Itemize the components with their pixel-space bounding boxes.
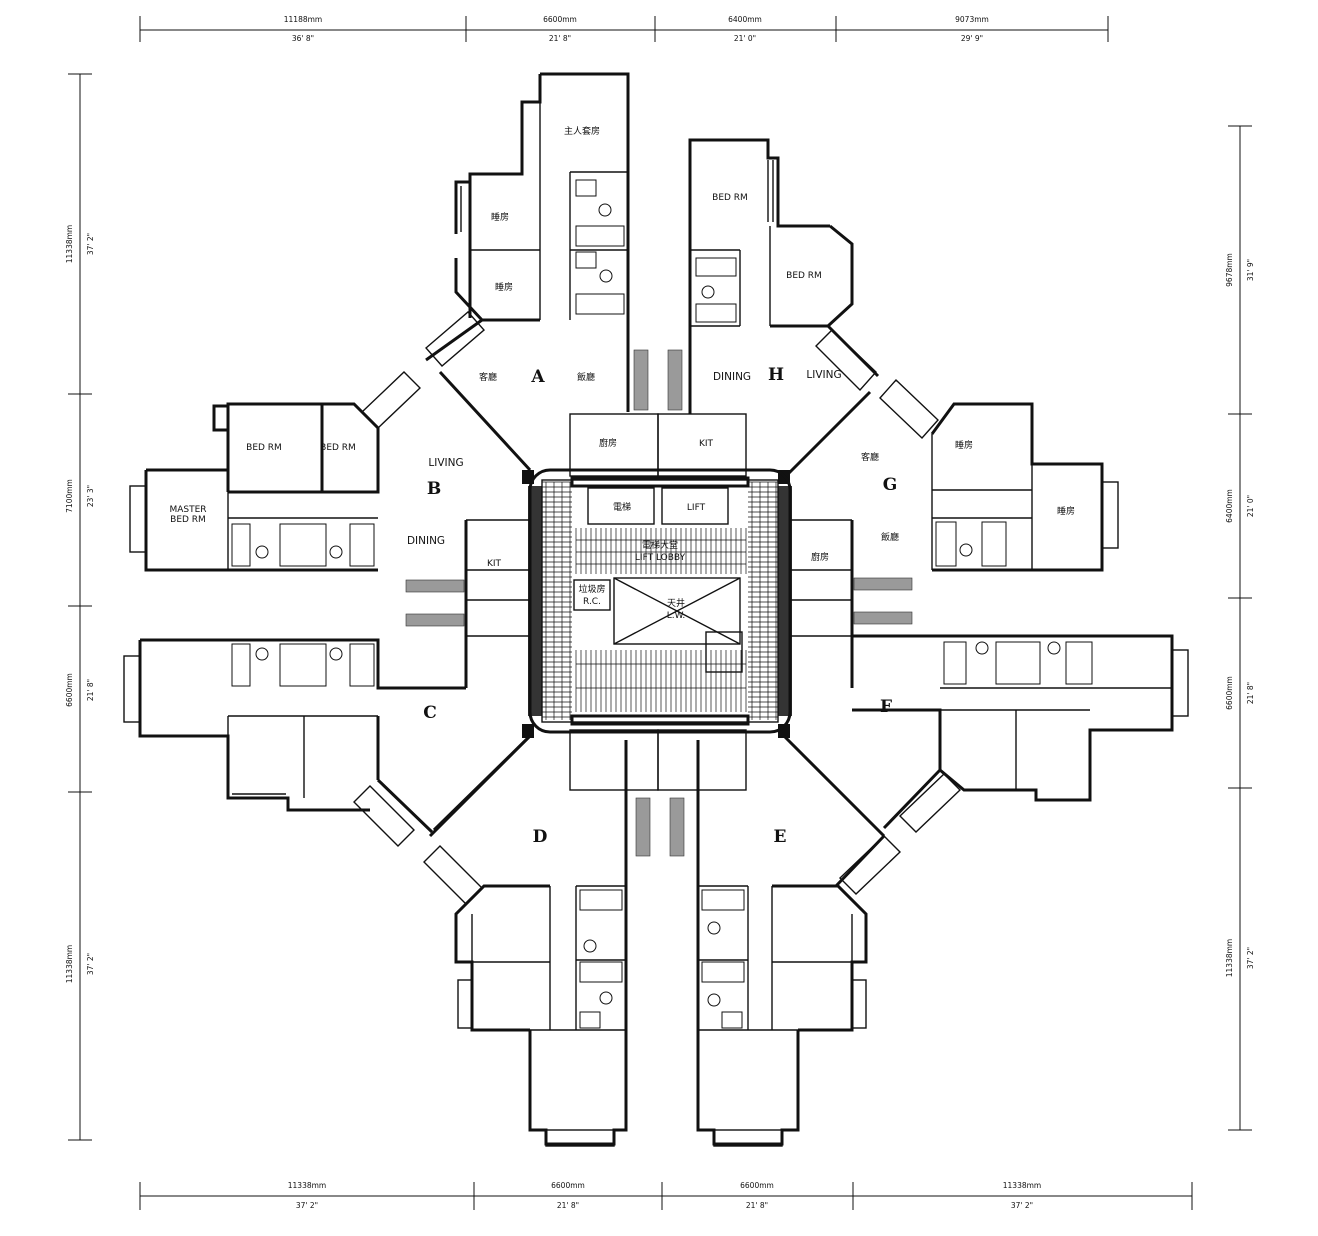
duct-bottom-right [669,797,685,857]
dim-right-3-mm: 6600mm [1225,676,1234,710]
label-h-living: LIVING [806,369,841,381]
core-hatching [542,481,778,720]
dim-bottom-3-mm: 6600mm [740,1181,774,1190]
label-core-lift1: 電梯 [613,501,631,513]
dim-right-1-ft: 31' 9" [1246,259,1255,281]
label-a-kit: 廚房 [599,437,617,449]
dim-left-2-mm: 7100mm [65,479,74,513]
dim-left-1-mm: 11338mm [65,225,74,263]
dim-top-4-mm: 9073mm [955,15,989,24]
label-b-living: LIVING [428,457,463,469]
unit-c-walls [123,638,532,838]
label-a-master: 主人套房 [564,125,600,137]
duct-left-bottom [405,613,465,627]
unit-h-walls [657,138,880,484]
label-g-bed1: 睡房 [955,439,973,451]
label-b-bed1: BED RM [246,443,282,453]
dim-top-2-mm: 6600mm [543,15,577,24]
unit-h-letter: H [768,365,784,385]
unit-e-letter: E [774,827,787,847]
duct-top-left [633,349,649,411]
label-b-bed2: BED RM [320,443,356,453]
dim-right-4-mm: 11338mm [1225,939,1234,977]
duct-left-top [405,579,465,593]
dim-bottom-4-ft: 37' 2" [1011,1201,1033,1210]
unit-a-walls [425,72,659,484]
label-b-master-2: BED RM [170,515,206,525]
label-b-master-1: MASTER [169,505,206,515]
dim-left-3-ft: 21' 8" [86,679,95,701]
dimension-left: 11338mm 37' 2" 7100mm 23' 3" 6600mm 21' … [65,73,95,1141]
unit-f-walls [850,634,1189,830]
dim-left-3-mm: 6600mm [65,673,74,707]
dim-right-2-mm: 6400mm [1225,489,1234,523]
dimension-top: 11188mm 36' 8" 6600mm 21' 8" 6400mm 21' … [139,15,1109,43]
dimension-bottom: 11338mm 37' 2" 6600mm 21' 8" 6600mm 21' … [139,1181,1193,1210]
duct-right-top [853,577,913,591]
unit-de-diagonals [432,734,962,895]
unit-b-walls [129,402,530,688]
dim-right-2-ft: 21' 0" [1246,495,1255,517]
dim-bottom-1-mm: 11338mm [288,1181,326,1190]
dim-top-2-ft: 21' 8" [549,34,571,43]
label-h-dining: DINING [713,371,751,383]
dim-top-1-ft: 36' 8" [292,34,314,43]
dim-left-1-ft: 37' 2" [86,233,95,255]
room-labels: 主人套房 睡房 睡房 客廳 飯廳 廚房 A BED RM BED RM DINI… [169,125,1075,847]
dim-right-3-ft: 21' 8" [1246,682,1255,704]
dim-left-4-mm: 11338mm [65,945,74,983]
unit-g-letter: G [883,475,898,495]
label-g-dining: 飯廳 [881,531,899,543]
label-h-kit: KIT [699,439,714,449]
label-b-dining: DINING [407,535,445,547]
unit-a-bay [360,311,485,429]
dim-top-4-ft: 29' 9" [961,34,983,43]
unit-b-letter: B [427,479,441,499]
central-core [528,468,792,734]
dim-top-3-ft: 21' 0" [734,34,756,43]
duct-top-right [667,349,683,411]
unit-e-walls [657,724,868,1147]
dim-bottom-2-ft: 21' 8" [557,1201,579,1210]
unit-d-walls [454,724,659,1147]
label-core-void2: L.W. [667,611,686,621]
dim-bottom-1-ft: 37' 2" [296,1201,318,1210]
label-g-bed2: 睡房 [1057,505,1075,517]
duct-bottom-left [635,797,651,857]
label-g-kit: 廚房 [811,551,829,563]
label-core-lobby2: LIFT LOBBY [635,553,686,563]
dim-right-4-ft: 37' 2" [1246,947,1255,969]
unit-h-bay [815,329,939,440]
dim-bottom-4-mm: 11338mm [1003,1181,1041,1190]
unit-d-letter: D [533,827,548,847]
label-core-lobby1: 電梯大堂 [642,539,678,551]
dim-bottom-3-ft: 21' 8" [746,1201,768,1210]
label-a-bed1: 睡房 [491,211,509,223]
dim-right-1-mm: 9678mm [1225,253,1234,287]
label-g-living: 客廳 [861,451,879,463]
label-a-bed2: 睡房 [495,281,513,293]
label-h-bed1: BED RM [712,193,748,203]
unit-a-letter: A [530,367,545,387]
unit-c-letter: C [423,703,437,723]
dim-bottom-2-mm: 6600mm [551,1181,585,1190]
label-a-dining: 客廳 [479,371,497,383]
dim-top-1-mm: 11188mm [284,15,322,24]
dim-left-4-ft: 37' 2" [86,953,95,975]
dim-top-3-mm: 6400mm [728,15,762,24]
duct-right-bottom [853,611,913,625]
label-core-rc1: 垃圾房 [578,583,605,595]
label-core-rc2: R.C. [583,597,601,607]
label-h-bed2: BED RM [786,271,822,281]
dimension-right: 9678mm 31' 9" 6400mm 21' 0" 6600mm 21' 8… [1225,125,1255,1131]
label-core-lift2: LIFT [687,503,706,513]
unit-f-letter: F [880,697,892,717]
label-core-void1: 天井 [667,597,685,609]
label-b-kit: KIT [487,559,502,569]
dim-left-2-ft: 23' 3" [86,485,95,507]
label-a-living: 飯廳 [577,371,595,383]
